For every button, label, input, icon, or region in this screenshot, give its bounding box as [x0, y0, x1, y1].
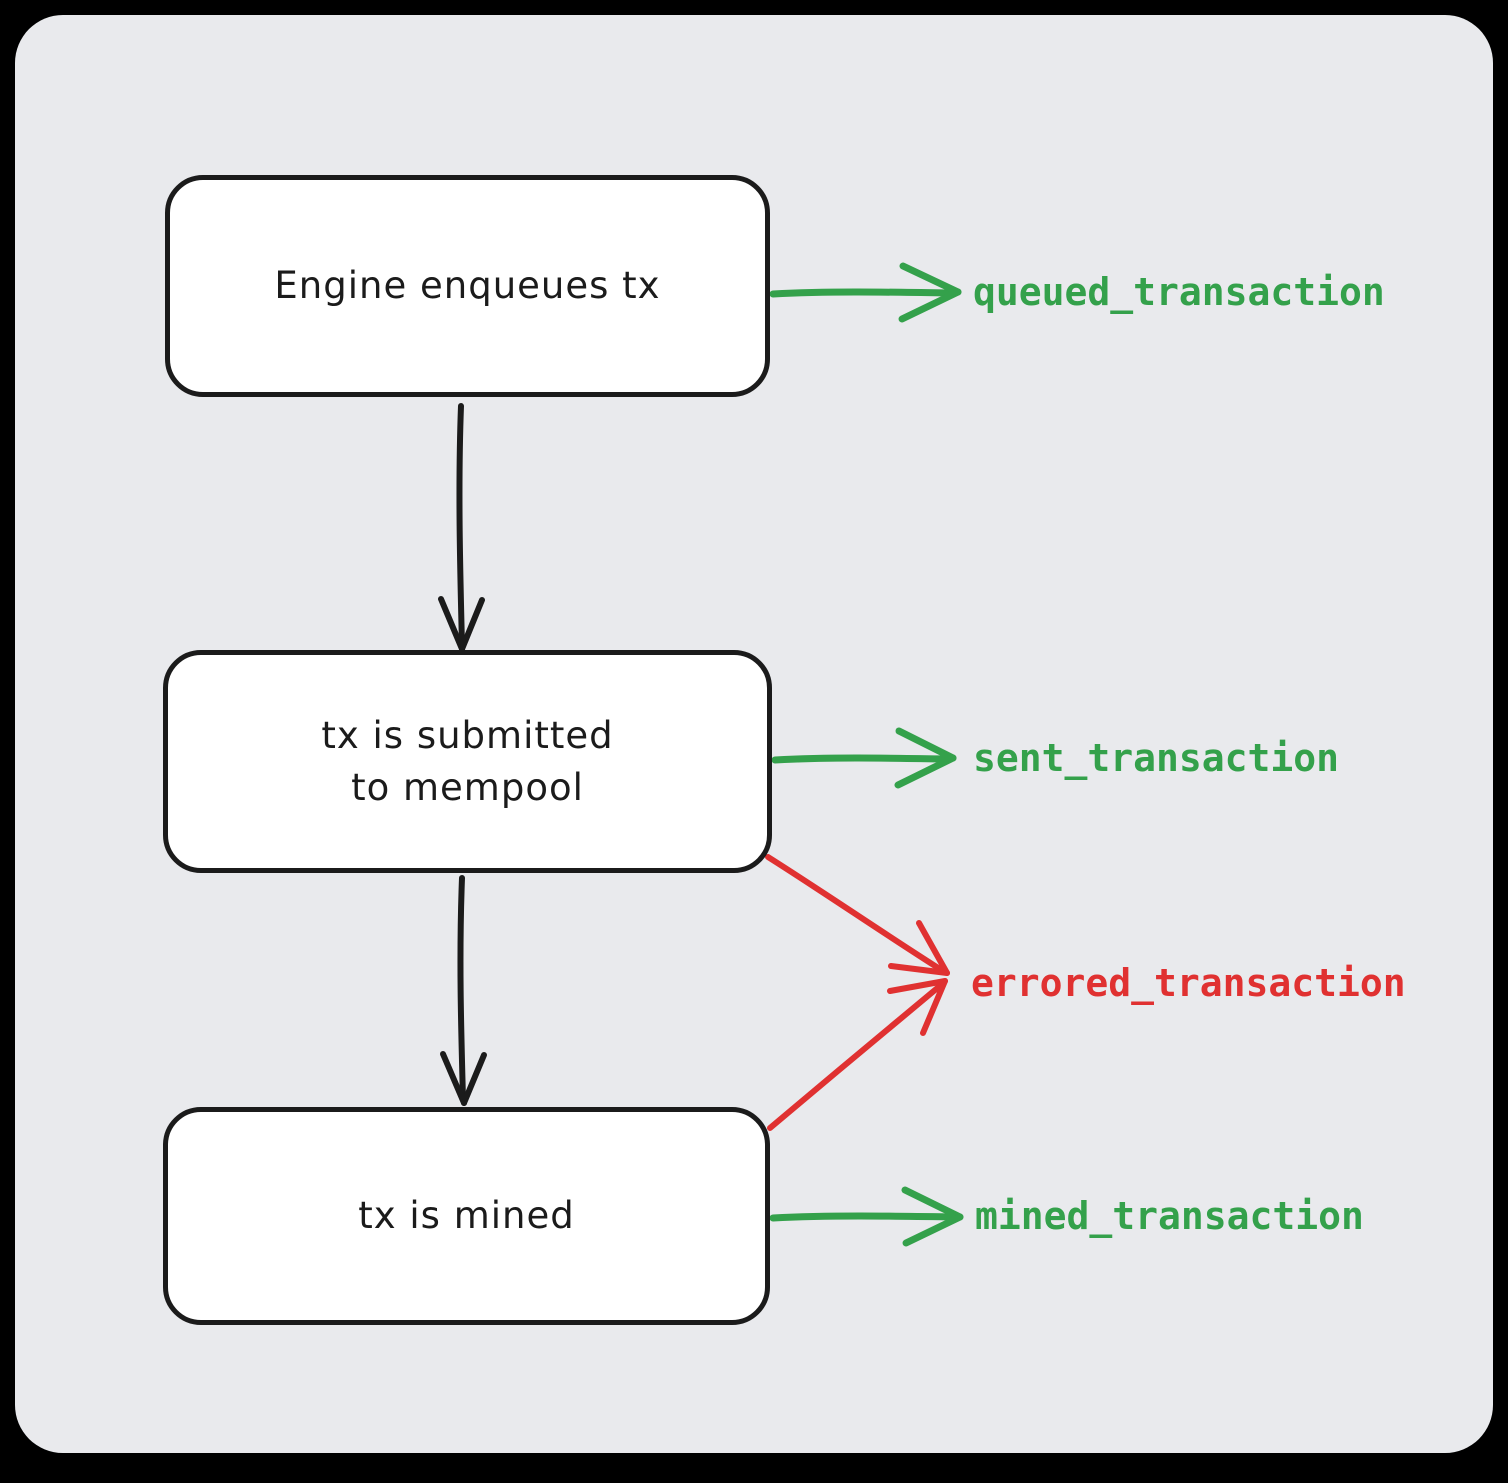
node-label-line-2: to mempool: [351, 765, 584, 809]
diagram-canvas: Engine enqueues tx tx is submitted to me…: [15, 15, 1493, 1453]
event-label-sent-transaction: sent_transaction: [973, 736, 1340, 781]
errored-transaction-arrow-from-mined: [767, 978, 948, 1131]
event-label-mined-transaction: mined_transaction: [975, 1194, 1364, 1239]
node-label-line-1: tx is submitted: [321, 713, 614, 757]
queued-transaction-arrow: [769, 262, 962, 323]
event-label-queued-transaction: queued_transaction: [973, 270, 1385, 315]
flow-arrow-enqueue-to-mempool: [438, 403, 485, 652]
mined-transaction-arrow: [769, 1186, 964, 1247]
node-tx-is-mined: tx is mined: [163, 1107, 770, 1325]
node-tx-submitted-to-mempool: tx is submitted to mempool: [163, 650, 772, 873]
errored-transaction-arrow-from-mempool: [765, 854, 950, 976]
flow-arrow-mempool-to-mined: [440, 875, 487, 1106]
node-label: tx is mined: [358, 1194, 575, 1237]
event-label-errored-transaction: errored_transaction: [971, 961, 1406, 1006]
node-engine-enqueues-tx: Engine enqueues tx: [165, 175, 770, 397]
node-label: Engine enqueues tx: [274, 264, 661, 307]
sent-transaction-arrow: [771, 727, 957, 789]
